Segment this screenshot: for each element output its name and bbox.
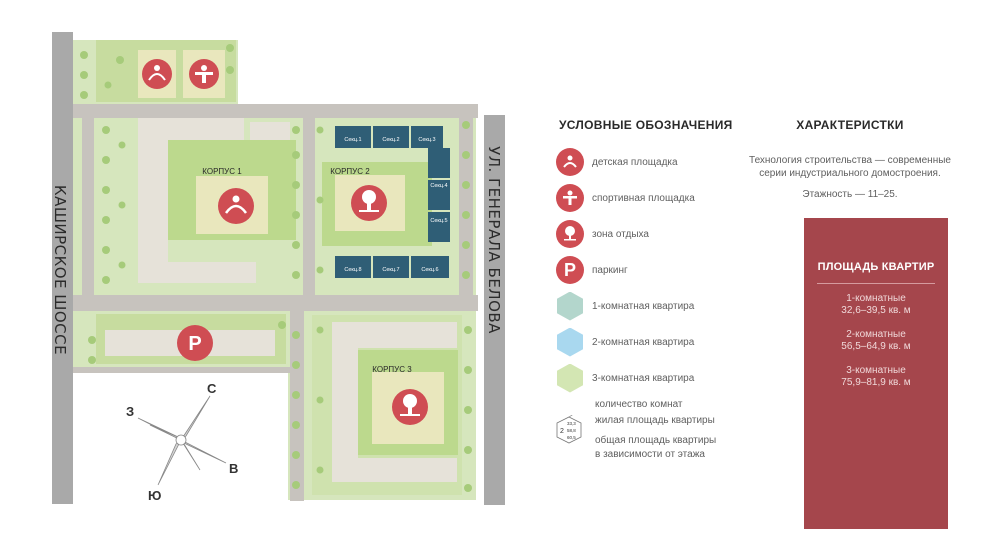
rest-zone-icon <box>556 220 584 248</box>
section-label: Секц.7 <box>382 267 399 273</box>
legend-label: 1-комнатная квартира <box>592 300 695 312</box>
street-kashirskoe <box>52 32 73 504</box>
section-label: Секц.5 <box>430 218 447 224</box>
sections <box>335 126 450 278</box>
explain-living: жилая площадь квартиры <box>595 415 715 426</box>
characteristics: ХАРАКТЕРИСТКИ Технология строительства —… <box>735 118 965 209</box>
section-label: Секц.2 <box>382 137 399 143</box>
area-item: 2-комнатные 56,5–64,9 кв. м <box>841 329 911 352</box>
floors-text: Этажность — 11–25. <box>802 189 898 200</box>
street-label-kashirskoe: КАШИРСКОЕ ШОССЕ <box>51 184 69 356</box>
street-generala-belova <box>484 115 505 505</box>
korpus-3 <box>312 315 462 495</box>
legend-item: 1-комнатная квартира <box>555 288 755 324</box>
legend-item: 2-комнатная квартира <box>555 324 755 360</box>
legend-label: детская площадка <box>592 156 678 168</box>
apartment-sample-hex: 2 33,3 58,8 60,5 <box>556 415 582 444</box>
two-room-swatch <box>557 327 583 357</box>
section-label: Секц.6 <box>421 267 438 273</box>
rest-zone-icon <box>392 389 428 425</box>
parking-icon: P <box>556 256 584 284</box>
sport-icon <box>189 59 219 89</box>
legend-title: УСЛОВНЫЕ ОБОЗНАЧЕНИЯ <box>559 118 733 132</box>
building-label-k1: КОРПУС 1 <box>202 167 242 176</box>
compass-north: С <box>207 381 217 396</box>
section-label: Секц.3 <box>418 137 435 143</box>
svg-text:2: 2 <box>560 428 564 435</box>
explain-total: общая площадь квартиры <box>595 435 717 446</box>
sport-icon <box>556 184 584 212</box>
legend-label: 3-комнатная квартира <box>592 372 695 384</box>
section-label: Секц.1 <box>344 137 361 143</box>
building-label-k3: КОРПУС 3 <box>372 365 412 374</box>
area-item: 3-комнатные 75,9–81,9 кв. м <box>841 365 911 388</box>
section-label: Секц.8 <box>344 267 361 273</box>
legend: УСЛОВНЫЕ ОБОЗНАЧЕНИЯ детская площадка сп… <box>555 118 755 396</box>
svg-text:33,3: 33,3 <box>567 421 576 426</box>
svg-text:58,8: 58,8 <box>567 428 576 433</box>
technology-text: Технология строительства — современные с… <box>749 155 951 179</box>
svg-text:P: P <box>188 333 201 355</box>
legend-label: паркинг <box>592 264 628 276</box>
apartment-areas-panel: ПЛОЩАДЬ КВАРТИР 1-комнатные 32,6–39,5 кв… <box>804 218 948 529</box>
legend-label: 2-комнатная квартира <box>592 336 695 348</box>
legend-item: 3-комнатная квартира <box>555 360 755 396</box>
legend-label: зона отдыха <box>592 228 649 240</box>
explain-total-floor: в зависимости от этажа <box>595 449 705 460</box>
legend-item: зона отдыха <box>555 216 755 252</box>
playground-icon <box>218 188 254 224</box>
rest-zone-icon <box>351 185 387 221</box>
parking-icon: P <box>177 325 213 361</box>
divider <box>817 283 935 284</box>
apartment-legend-explain: 2 33,3 58,8 60,5 количество комнат жилая… <box>555 395 755 465</box>
explain-rooms: количество комнат <box>595 399 683 410</box>
section-label: Секц.4 <box>430 183 447 189</box>
three-room-swatch <box>557 363 583 393</box>
svg-text:60,5: 60,5 <box>567 435 576 440</box>
compass-south: Ю <box>148 488 161 503</box>
legend-label: спортивная площадка <box>592 192 695 204</box>
compass-rose <box>137 395 227 486</box>
building-label-k2: КОРПУС 2 <box>330 167 370 176</box>
areas-title: ПЛОЩАДЬ КВАРТИР <box>817 261 935 273</box>
legend-item: спортивная площадка <box>555 180 755 216</box>
trees <box>80 44 472 492</box>
street-label-belova: УЛ. ГЕНЕРАЛА БЕЛОВА <box>485 146 503 334</box>
one-room-swatch <box>557 291 583 321</box>
compass-west: З <box>126 404 134 419</box>
site-plan: Секц.1 Секц.2 Секц.3 Секц.4 Секц.5 Секц.… <box>51 32 505 505</box>
legend-item: детская площадка <box>555 144 755 180</box>
characteristics-title: ХАРАКТЕРИСТКИ <box>796 118 904 132</box>
playground-icon <box>556 148 584 176</box>
area-item: 1-комнатные 32,6–39,5 кв. м <box>841 293 911 316</box>
legend-item: P паркинг <box>555 252 755 288</box>
compass-east: В <box>229 461 238 476</box>
playground-icon <box>142 59 172 89</box>
site-plan-svg: Секц.1 Секц.2 Секц.3 Секц.4 Секц.5 Секц.… <box>52 32 505 505</box>
